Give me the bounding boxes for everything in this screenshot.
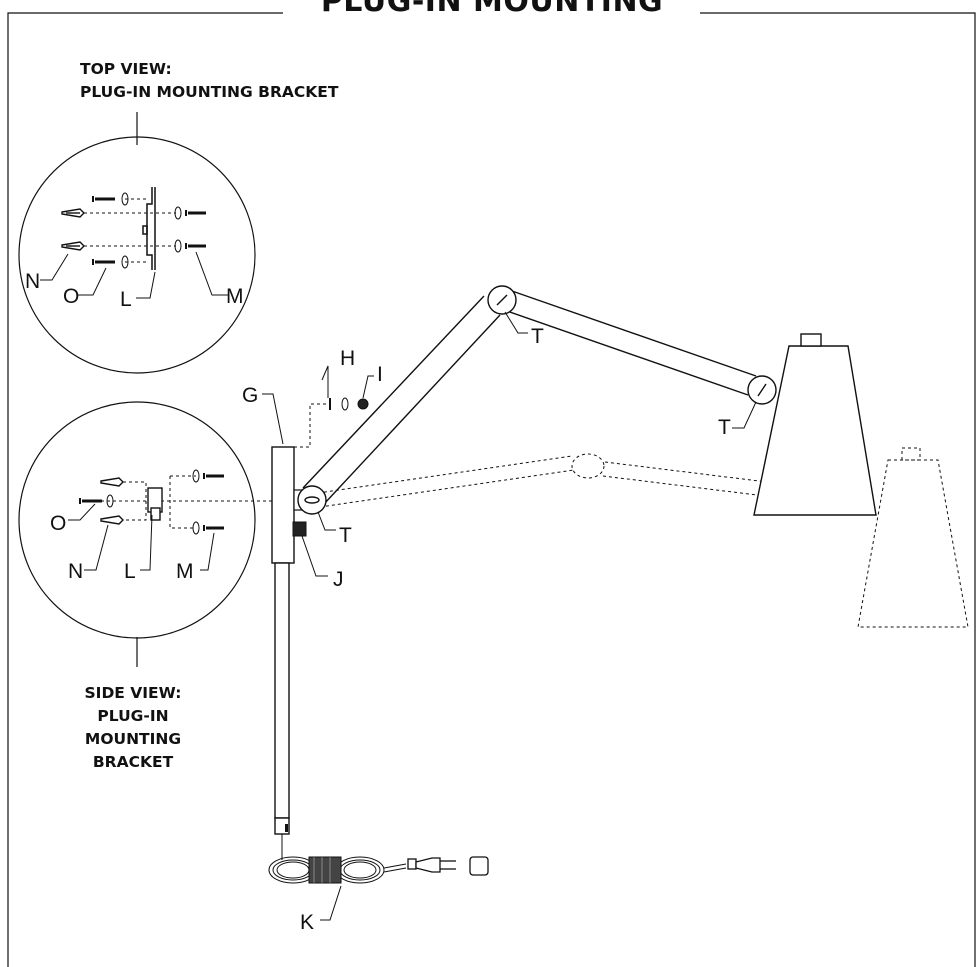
label-j: J xyxy=(333,568,344,591)
top-screw-m xyxy=(185,210,206,249)
side-view-circle xyxy=(18,401,256,639)
frame-border xyxy=(7,12,976,967)
top-label-n: N xyxy=(25,270,40,293)
label-t-base: T xyxy=(339,524,352,547)
side-view-caption-line3: MOUNTING xyxy=(84,730,182,748)
part-h-i xyxy=(329,397,369,411)
top-view-caption-line1: TOP VIEW: xyxy=(80,60,172,78)
label-t-head: T xyxy=(718,416,731,439)
side-label-m: M xyxy=(176,560,194,583)
side-label-o: O xyxy=(50,512,66,535)
top-label-l: L xyxy=(120,288,132,311)
elbow-knuckle xyxy=(487,285,517,315)
diagram-title: PLUG-IN MOUNTING xyxy=(296,0,688,19)
label-g: G xyxy=(242,384,258,407)
top-screw-o xyxy=(92,196,115,265)
side-screw-o xyxy=(79,498,102,504)
ghost-arm xyxy=(317,447,969,628)
top-bracket-l xyxy=(142,187,156,270)
side-label-l: L xyxy=(124,560,136,583)
side-bracket-l xyxy=(147,487,163,521)
label-t-elbow: T xyxy=(531,325,544,348)
side-view-caption-line4: BRACKET xyxy=(92,753,174,771)
top-view-caption: TOP VIEW: PLUG-IN MOUNTING BRACKET xyxy=(80,58,338,104)
side-view-caption-line2: PLUG-IN xyxy=(97,707,169,725)
side-label-n: N xyxy=(68,560,83,583)
cord-cover-tube xyxy=(274,562,290,835)
lower-arm xyxy=(302,295,501,505)
label-k: K xyxy=(300,911,314,934)
upper-arm xyxy=(503,290,757,396)
label-h: H xyxy=(340,347,355,370)
top-view-detail: N O L M xyxy=(18,112,256,374)
top-view-circle xyxy=(18,136,256,374)
side-view-detail: O N L M xyxy=(18,401,310,667)
side-view-caption: SIDE VIEW: PLUG-IN MOUNTING BRACKET xyxy=(58,682,208,774)
side-view-caption-line1: SIDE VIEW: xyxy=(84,684,182,702)
top-view-caption-line2: PLUG-IN MOUNTING BRACKET xyxy=(80,83,339,101)
head-knuckle xyxy=(747,375,777,405)
power-cord xyxy=(268,834,407,884)
base-knuckle xyxy=(297,485,327,515)
top-anchor-n xyxy=(61,208,85,251)
label-i: I xyxy=(377,363,383,386)
top-label-m: M xyxy=(226,285,244,308)
side-screw-m xyxy=(203,473,224,531)
top-label-o: O xyxy=(63,285,79,308)
rotary-switch xyxy=(292,521,307,537)
plug xyxy=(407,856,489,876)
lamp-shade xyxy=(753,333,877,516)
backplate xyxy=(271,446,295,564)
side-anchor-n xyxy=(100,477,124,525)
